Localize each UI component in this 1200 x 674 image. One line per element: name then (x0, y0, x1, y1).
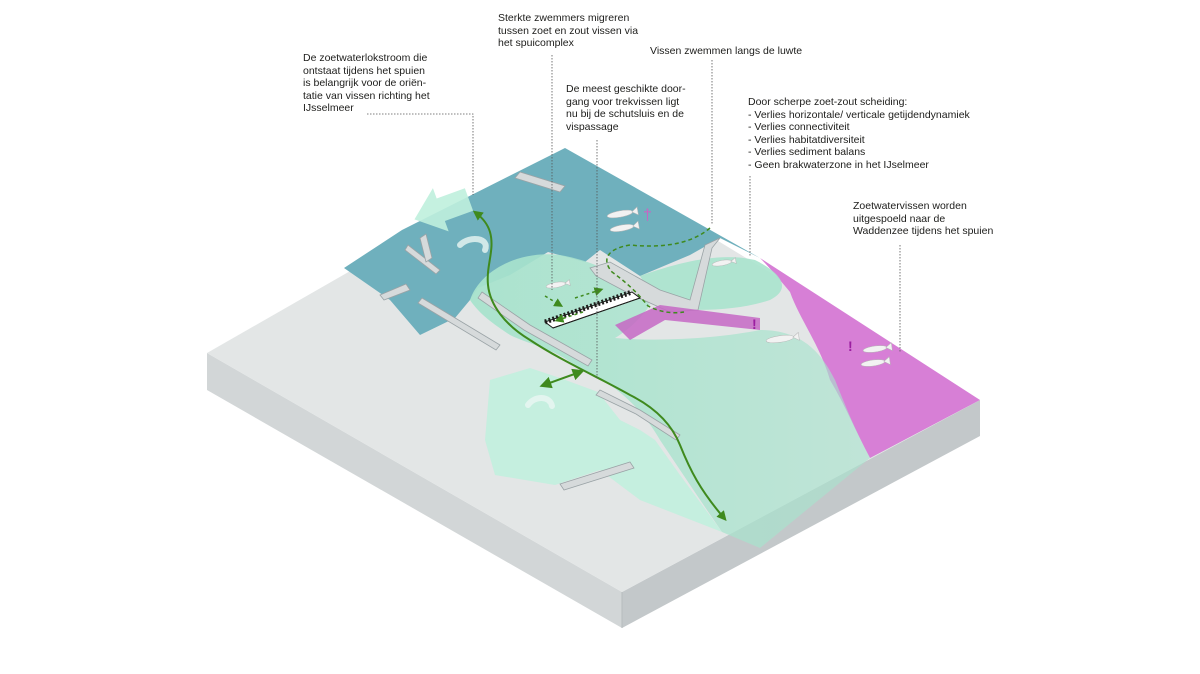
plume-outflow-arrow (414, 188, 474, 232)
annotation-meest-geschikte-doorgang: De meest geschikte door- gang voor trekv… (566, 83, 686, 133)
annotation-luwte: Vissen zwemmen langs de luwte (650, 45, 802, 58)
annotation-line: Vissen zwemmen langs de luwte (650, 45, 803, 57)
list-item: - Verlies habitatdiversiteit (748, 133, 865, 146)
leader-zoetwaterlokstroom (367, 113, 474, 195)
annotation-line: uitgespoeld naar de (853, 212, 946, 225)
annotation-zoetwatervissen: Zoetwatervissen worden uitgespoeld naar … (853, 200, 993, 238)
exclaim-marker-2: ! (848, 338, 853, 354)
annotation-sterkte-zwemmers: Sterkte zwemmers migreren tussen zoet en… (498, 12, 638, 50)
annotation-line: De zoetwaterlokstroom die (303, 52, 428, 64)
cross-marker: † (643, 207, 652, 224)
flow-arrows (472, 210, 727, 522)
spui-dashed-arrow-2 (574, 287, 604, 299)
luwte-dashed-arrow (606, 227, 711, 314)
slab-left-face (207, 353, 622, 628)
spui-dashed-arrow-3 (554, 311, 584, 323)
annotation-zoetwaterlokstroom: De zoetwaterlokstroom die ontstaat tijde… (303, 52, 430, 115)
annotation-line: Waddenzee tijdens het spuien (853, 225, 994, 238)
annotation-line: tussen zoet en zout vissen via (498, 24, 639, 37)
annotation-line: is belangrijk voor de oriën- (303, 77, 427, 90)
annotation-line: IJsselmeer (303, 102, 354, 115)
annotation-line: tatie van vissen richting het (303, 89, 430, 102)
saltwater-zone (760, 258, 980, 458)
fish-icon (765, 331, 800, 344)
list-item: - Verlies horizontale/ verticale getijde… (748, 108, 970, 121)
annotation-line: het spuicomplex (498, 37, 574, 50)
list-item: - Verlies connectiviteit (748, 121, 850, 134)
fish-icon (862, 342, 893, 353)
fish-icon (860, 356, 891, 367)
annotation-line: Zoetwatervissen worden (853, 200, 967, 212)
annotation-heading: Door scherpe zoet-zout scheiding: (748, 96, 908, 108)
lock-passage-arrow (539, 368, 585, 389)
annotation-line: vispassage (566, 120, 619, 133)
annotation-list: - Verlies horizontale/ verticale getijde… (748, 109, 970, 172)
exclaim-marker-1: ! (752, 316, 757, 332)
annotation-line: ontstaat tijdens het spuien (303, 64, 426, 77)
annotation-line: Sterkte zwemmers migreren (498, 12, 630, 24)
annotation-line: gang voor trekvissen ligt (566, 95, 680, 108)
list-item: - Verlies sediment balans (748, 146, 866, 159)
leader-lines (367, 55, 901, 380)
list-item: - Geen brakwaterzone in het IJselmeer (748, 158, 929, 171)
spui-dashed-arrow-1 (544, 295, 564, 307)
annotation-line: De meest geschikte door- (566, 83, 686, 95)
main-flow-arrow (472, 210, 727, 522)
annotation-scheiding: Door scherpe zoet-zout scheiding: - Verl… (748, 96, 970, 172)
annotation-line: nu bij de schutsluis en de (566, 108, 684, 121)
